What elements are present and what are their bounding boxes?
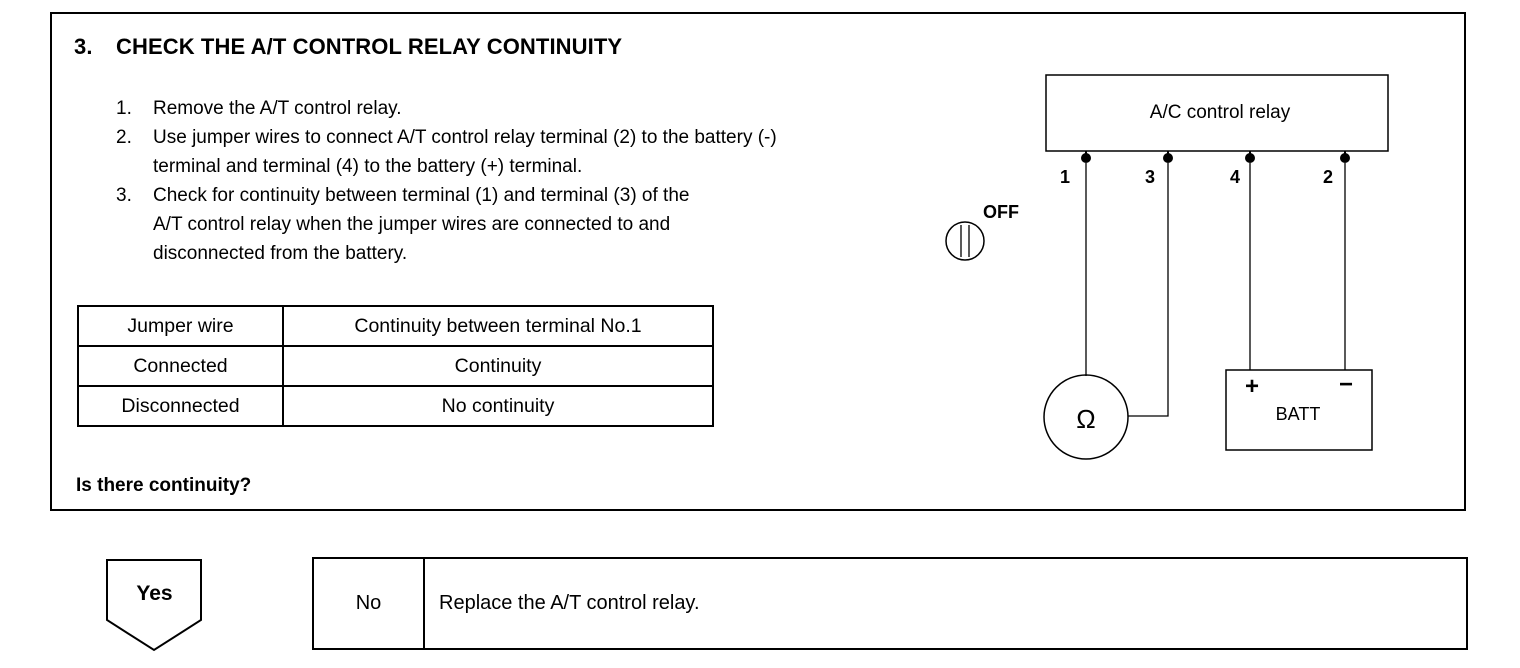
ohmmeter	[1043, 374, 1129, 460]
battery-plus: +	[1245, 373, 1259, 400]
no-result-box: No Replace the A/T control relay.	[312, 557, 1468, 650]
instruction-item: 2. Use jumper wires to connect A/T contr…	[116, 123, 777, 181]
terminal-3-dot	[1163, 153, 1173, 163]
instruction-line: terminal and terminal (4) to the battery…	[153, 156, 583, 177]
instruction-line: Remove the A/T control relay.	[153, 98, 402, 119]
continuity-table: Jumper wire Continuity between terminal …	[77, 305, 714, 427]
table-cell: Connected	[77, 345, 284, 387]
instruction-line: A/T control relay when the jumper wires …	[153, 214, 671, 235]
table-cell: Continuity	[282, 345, 714, 387]
table-cell: Disconnected	[77, 385, 284, 427]
relay-box	[1045, 74, 1389, 152]
table-cell: No continuity	[282, 385, 714, 427]
relay-label: A/C control relay	[1150, 102, 1291, 123]
terminal-1-dot	[1081, 153, 1091, 163]
terminal-2-dot	[1340, 153, 1350, 163]
instruction-item: 1. Remove the A/T control relay.	[116, 94, 777, 123]
step-number: 3.	[74, 34, 93, 59]
terminal-label: 2	[1323, 167, 1333, 187]
table-row: Disconnected No continuity	[77, 385, 714, 427]
instruction-number: 2.	[116, 127, 132, 148]
battery-minus: −	[1339, 371, 1353, 398]
yes-arrow	[106, 559, 202, 652]
instruction-list: 1. Remove the A/T control relay. 2. Use …	[116, 94, 777, 268]
no-action-text: Replace the A/T control relay.	[439, 592, 700, 614]
ignition-switch-icon	[945, 221, 985, 261]
battery-box	[1225, 369, 1373, 451]
table-header-cell: Jumper wire	[77, 305, 284, 347]
instruction-item: 3. Check for continuity between terminal…	[116, 181, 777, 268]
battery-label: BATT	[1276, 404, 1321, 424]
terminal-label: 4	[1230, 167, 1240, 187]
instruction-line: disconnected from the battery.	[153, 243, 408, 264]
table-header-row: Jumper wire Continuity between terminal …	[77, 305, 714, 347]
instruction-number: 3.	[116, 185, 132, 206]
step-heading: 3. CHECK THE A/T CONTROL RELAY CONTINUITY	[74, 34, 622, 60]
table-row: Connected Continuity	[77, 345, 714, 387]
table-header-cell: Continuity between terminal No.1	[282, 305, 714, 347]
instruction-number: 1.	[116, 98, 132, 119]
instruction-line: Check for continuity between terminal (1…	[153, 185, 690, 206]
terminal-4-dot	[1245, 153, 1255, 163]
terminal-label: 3	[1145, 167, 1155, 187]
instruction-line: Use jumper wires to connect A/T control …	[153, 127, 777, 148]
step-title: CHECK THE A/T CONTROL RELAY CONTINUITY	[116, 34, 623, 59]
terminal-label: 1	[1060, 167, 1070, 187]
wire-terminal-3	[1128, 163, 1169, 417]
ohm-symbol: Ω	[1076, 404, 1095, 434]
no-label: No	[355, 592, 382, 614]
no-divider	[423, 559, 425, 648]
step-box	[50, 12, 1466, 511]
yes-label: Yes	[136, 582, 173, 605]
switch-off-label: OFF	[983, 202, 1019, 222]
continuity-question: Is there continuity?	[76, 475, 252, 496]
